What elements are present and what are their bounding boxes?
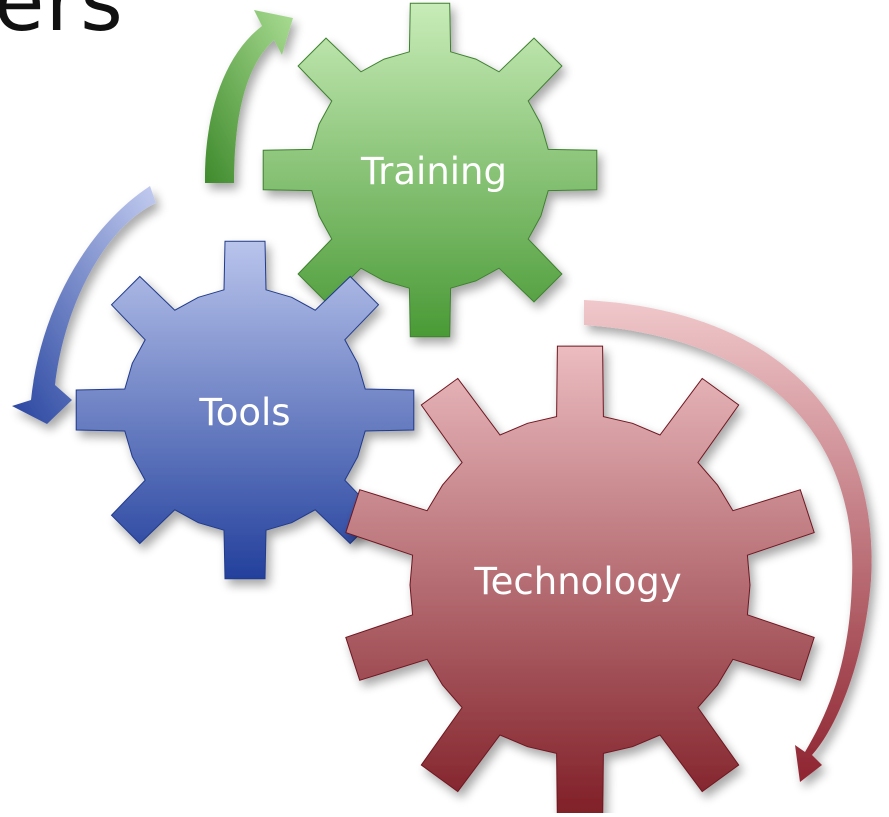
training-label: Training bbox=[360, 150, 507, 193]
technology-gear bbox=[345, 345, 815, 817]
blue-arrow bbox=[12, 186, 156, 424]
slide-title-fragment: ers bbox=[0, 0, 124, 50]
tools-label: Tools bbox=[198, 391, 290, 434]
training-gear bbox=[262, 2, 598, 338]
tools-gear bbox=[75, 240, 415, 580]
technology-label: Technology bbox=[473, 560, 681, 603]
green-arrow bbox=[204, 10, 293, 183]
